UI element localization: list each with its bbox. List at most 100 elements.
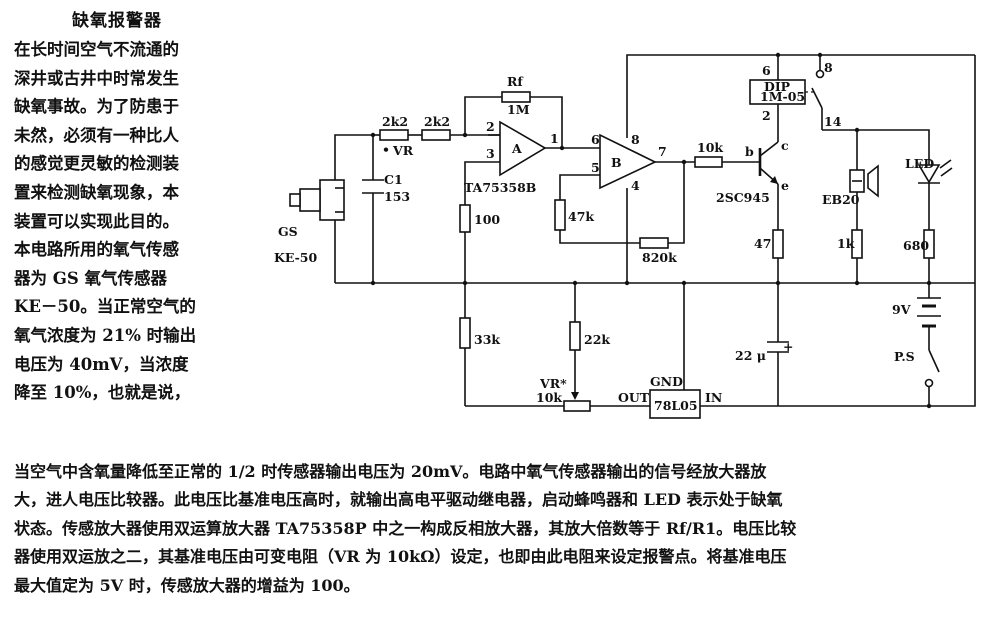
label-out: OUT (618, 390, 650, 405)
text-line: 的感觉更灵敏的检测装 (14, 154, 179, 174)
label-dip: DIP (764, 79, 791, 94)
label-e: e (781, 178, 789, 193)
label-gnd: GND (650, 374, 683, 389)
label-dot: • (382, 142, 390, 157)
resistor-2k2-a-icon (379, 129, 409, 141)
buzzer-icon (849, 164, 879, 198)
transistor-icon (758, 141, 779, 185)
label-9v: 9V (892, 302, 911, 317)
resistor-rf-icon (501, 91, 531, 103)
label-opamp-a: A (511, 141, 522, 156)
text-line: 当空气中含氧量降低至正常的 1/2 时传感器输出电压为 20mV。电路中氧气传感… (14, 462, 767, 481)
label-rf: Rf (507, 74, 524, 89)
label-pin-4: 4 (631, 178, 640, 193)
text-line: 在长时间空气不流通的 (14, 40, 179, 59)
resistor-680-icon (923, 229, 935, 259)
label-820k: 820k (642, 250, 677, 265)
label-pin-5: 5 (591, 160, 600, 175)
relay-coil-icon (749, 79, 806, 105)
label-22k: 22k (584, 332, 610, 347)
label-680: 680 (903, 238, 929, 253)
potentiometer-vr-icon (563, 392, 591, 412)
label-transistor: 2SC945 (716, 190, 770, 205)
text-line: 缺氧事故。为了防患于 (14, 97, 179, 117)
power-switch-icon (924, 349, 940, 388)
label-pin-1: 1 (550, 131, 559, 146)
label-led: LED (905, 156, 934, 171)
text-line: 状态。传感放大器使用双运算放大器 TA75358P 中之一构成反相放大器，其放大… (14, 518, 797, 538)
resistor-100-icon (459, 204, 471, 233)
text-line: 深井或古井中时常发生 (14, 68, 179, 88)
label-1k: 1k (837, 236, 855, 251)
label-relay-pin-2: 2 (762, 108, 771, 123)
label-c1-value: 153 (384, 189, 410, 204)
label-pin-6: 6 (591, 132, 600, 147)
wires (334, 54, 976, 407)
text-line: 置来检测缺氧现象，本 (14, 182, 179, 202)
label-pin-2: 2 (486, 119, 495, 134)
bottom-paragraph: 当空气中含氧量降低至正常的 1/2 时传感器输出电压为 20mV。电路中氧气传感… (14, 458, 979, 600)
resistor-33k-icon (459, 317, 471, 349)
text-line: 器为 GS 氧气传感器 (14, 268, 167, 288)
label-opamp-b: B (611, 155, 622, 170)
text-line: KE－50。当正常空气的 (14, 297, 196, 317)
junctions (370, 52, 932, 409)
label-gs: GS (278, 224, 298, 239)
label-b: b (745, 144, 754, 159)
label-c: c (781, 138, 789, 153)
label-pin-7: 7 (658, 144, 667, 159)
text-line: 氧气浓度为 21% 时输出 (14, 325, 197, 345)
left-paragraph: 在长时间空气不流通的 深井或古井中时常发生 缺氧事故。为了防患于 未然，必须有一… (14, 36, 240, 408)
label-c1: C1 (384, 172, 403, 187)
resistor-47-icon (772, 229, 784, 259)
label-47k: 47k (568, 209, 594, 224)
resistor-820k-icon (639, 237, 669, 249)
text-line: 未然，必须有一种比人 (14, 125, 179, 145)
label-vr: VR (392, 143, 414, 158)
oxygen-sensor-icon (289, 179, 345, 221)
text-line: 电压为 40mV，当浓度 (14, 354, 189, 374)
label-10k: 10k (697, 140, 723, 155)
text-line: 降至 10%，也就是说， (14, 383, 191, 403)
text-line: 器使用双运放之二，其基准电压由可变电阻（VR 为 10kΩ）设定，也即由此电阻来… (14, 547, 787, 567)
label-vr-10k: 10k (536, 390, 562, 405)
regulator-icon (649, 389, 701, 419)
label-relay: 1M-05 (760, 89, 805, 104)
text-line: 最大值定为 5V 时，传感放大器的增益为 100。 (14, 575, 360, 595)
label-rf-value: 1M (507, 102, 530, 117)
relay-switch-icon (805, 69, 825, 109)
resistor-22k-icon (569, 321, 581, 351)
label-relay-pin-8: 8 (824, 60, 833, 75)
label-in: IN (705, 390, 722, 405)
battery-icon (917, 297, 941, 328)
resistor-1k-icon (851, 229, 863, 259)
label-ps: P.S (894, 349, 915, 364)
label-33k: 33k (474, 332, 500, 347)
label-eb20: EB20 (822, 192, 860, 207)
page-title: 缺氧报警器 (72, 11, 162, 31)
resistor-47k-icon (554, 199, 566, 231)
opamp-b-icon (599, 133, 657, 190)
capacitor-22u-icon (767, 341, 789, 353)
text-line: 大，进人电压比较器。此电压比基准电压高时，就输出高电平驱动继电器，启动蜂鸣器和 … (14, 490, 783, 510)
label-relay-pin-14: 14 (824, 114, 842, 129)
circuit-diagram: GS KE-50 C1 153 2k2 2k2 • VR Rf 1M A B 2… (274, 52, 976, 419)
label-2k2-b: 2k2 (424, 114, 450, 129)
label-pin-3: 3 (486, 146, 495, 161)
label-pin-8: 8 (631, 132, 640, 147)
text-line: 装置可以实现此目的。 (14, 211, 179, 231)
label-vr-star: VR* (539, 376, 567, 391)
label-47: 47 (754, 236, 771, 251)
label-2k2-a: 2k2 (382, 114, 408, 129)
label-22u: 22 μ (735, 348, 766, 363)
label-relay-pin-6: 6 (762, 63, 771, 78)
capacitor-c1-icon (362, 179, 384, 194)
label-plus: + (783, 339, 793, 354)
led-icon (917, 159, 953, 200)
text-line: 本电路所用的氧气传感 (14, 240, 179, 260)
label-ke50: KE-50 (274, 250, 318, 265)
opamp-a-icon (488, 120, 547, 177)
resistor-2k2-b-icon (421, 129, 451, 141)
label-regulator: 78L05 (654, 398, 698, 413)
label-100: 100 (474, 212, 500, 227)
